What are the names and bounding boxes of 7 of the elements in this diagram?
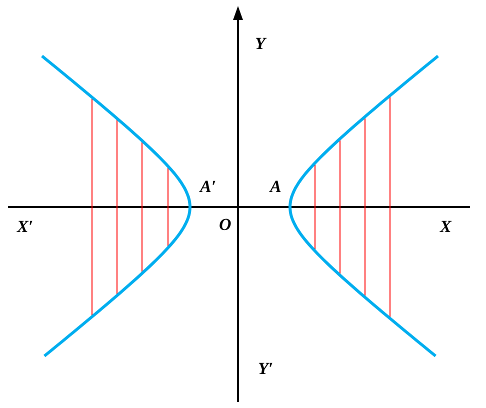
axis-label: Y [255,35,266,53]
axis-label: X [440,218,452,236]
point-label: A′ [200,178,216,196]
point-label: A [270,178,282,196]
axis-label: Y′ [258,360,274,378]
axis-label: X′ [17,218,34,236]
origin-label: O [219,216,232,234]
